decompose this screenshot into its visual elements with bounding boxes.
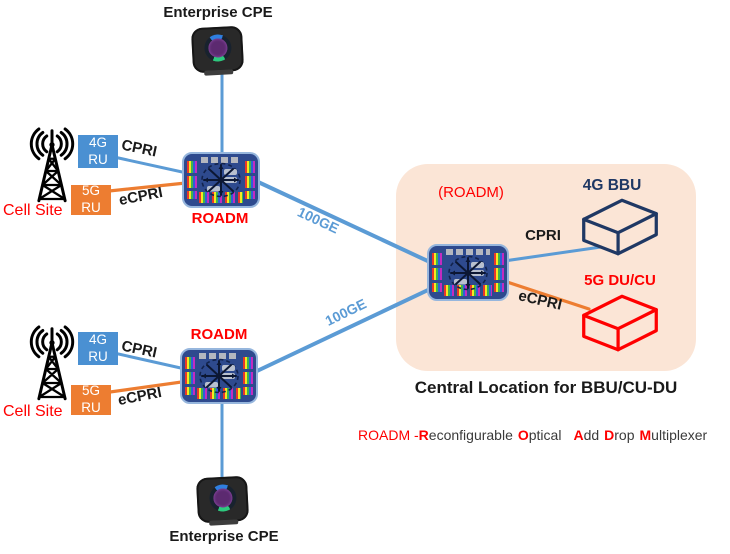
roadm-label-central: (ROADM) [438,184,504,201]
roadm-device-bottom [180,348,258,404]
roadm-device-central [427,244,509,301]
bbu-4g-label: 4G BBU [582,177,642,194]
ru-5g-line1: 5G [81,383,100,399]
roadm-port-row [199,353,239,359]
legend-word-multiplexer: Multiplexer [639,427,708,443]
roadm-wdm-stripes-bottom [197,388,241,399]
cell-site-label-top: Cell Site [3,202,63,219]
ru-4g-box-top: 4G RU [78,135,118,168]
enterprise-cpe-label-bottom: Enterprise CPE [169,528,279,545]
ru-4g-box-bottom: 4G RU [78,332,118,365]
roadm-wdm-stripes-left [185,357,195,395]
link-ecpri-central [502,279,591,311]
ru-4g-line2: RU [88,151,108,167]
roadm-label-bottom: ROADM [190,326,248,343]
du-cu-5g-label: 5G DU/CU [584,272,656,289]
ru-5g-box-top: 5G RU [71,183,111,215]
roadm-device-top [182,152,260,208]
central-location-caption: Central Location for BBU/CU-DU [414,378,678,397]
ru-5g-line1: 5G [81,183,100,199]
roadm-wdm-stripes-bottom [199,192,243,203]
cell-tower-icon-top [29,127,75,203]
roadm-switch-core-icon [199,358,239,394]
bbu-4g-box-icon [582,198,658,256]
ru-5g-box-bottom: 5G RU [71,383,111,415]
legend-word-drop: Drop [604,427,635,443]
ru-5g-line2: RU [81,200,101,215]
cpri-label-central: CPRI [525,227,561,244]
cell-site-label-bottom: Cell Site [3,403,63,420]
roadm-switch-core-icon [201,162,241,198]
roadm-wdm-stripes-left [187,161,197,199]
cpe-screen-icon [208,483,237,512]
ru-4g-line1: 4G [88,331,107,347]
roadm-wdm-stripes-left [432,253,442,292]
link-100ge-top [254,179,449,272]
roadm-wdm-stripes-right [243,357,253,395]
ru-4g-line1: 4G [88,134,107,150]
link-100ge-bottom [255,279,449,373]
enterprise-cpe-device-top [190,25,245,76]
cell-tower-icon-bottom [29,325,75,401]
enterprise-cpe-device-bottom [195,475,250,526]
roadm-wdm-stripes-right [494,253,504,292]
legend-word-optical: Optical [517,427,562,443]
legend-word-add: Add [573,427,600,443]
roadm-label-top: ROADM [191,210,249,227]
roadm-port-row [201,157,241,163]
roadm-wdm-stripes-bottom [444,285,492,296]
legend-term: ROADM - [358,427,419,443]
ru-5g-line2: RU [81,400,101,415]
link-cpri-central [502,245,603,263]
roadm-wdm-stripes-right [245,161,255,199]
roadm-port-row [446,249,490,255]
enterprise-cpe-label-top: Enterprise CPE [163,4,273,21]
roadm-switch-core-icon [448,255,488,290]
du-cu-5g-box-icon [582,294,658,352]
legend-word-reconfigurable: Reconfigurable [418,427,513,443]
cpe-screen-icon [203,33,232,62]
ru-4g-line2: RU [88,348,108,364]
